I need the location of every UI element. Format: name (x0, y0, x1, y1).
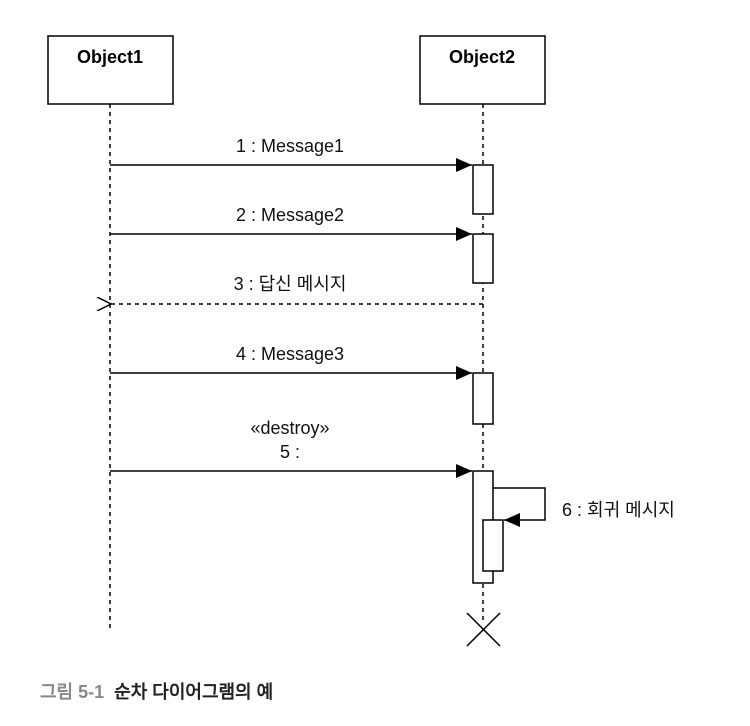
activation-bar-3 (472, 372, 494, 425)
message6-label: 6 : 회귀 메시지 (562, 500, 675, 520)
object1-box: Object1 (47, 35, 174, 105)
activation-bar-1 (472, 164, 494, 215)
message1-label: 1 : Message1 (236, 136, 344, 156)
figure-caption: 그림 5-1 순차 다이어그램의 예 (40, 678, 273, 704)
object2-label: Object2 (449, 47, 515, 67)
message3-label: 3 : 답신 메시지 (234, 274, 347, 294)
activation-bar-2 (472, 233, 494, 284)
message4-label: 4 : Message3 (236, 344, 344, 364)
destroy-x-icon (466, 612, 501, 647)
figure-title: 순차 다이어그램의 예 (114, 682, 274, 702)
object2-box: Object2 (419, 35, 546, 105)
message6-self-arrow (493, 487, 546, 527)
figure-number: 그림 5-1 (40, 682, 105, 702)
message2-label: 2 : Message2 (236, 205, 344, 225)
object1-label: Object1 (77, 47, 143, 67)
message5-stereotype: «destroy» (250, 418, 329, 438)
message5-label: 5 : (280, 442, 300, 462)
activation-bar-nested (482, 519, 504, 572)
